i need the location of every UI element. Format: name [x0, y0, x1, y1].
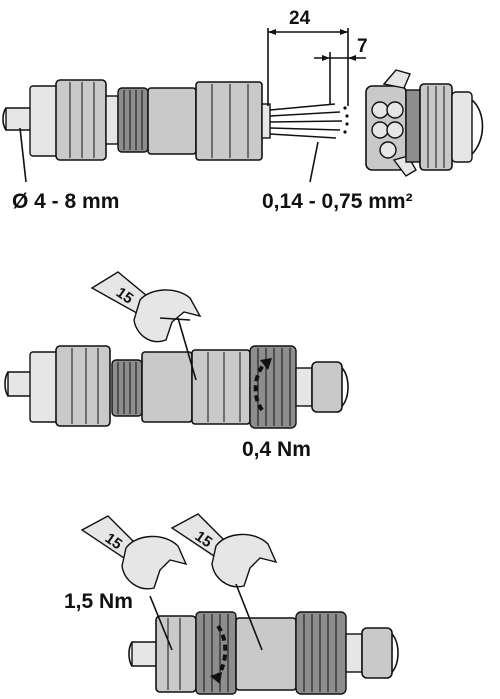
torque-label-step3: 1,5 Nm	[64, 590, 133, 613]
wrench-step2	[90, 271, 202, 343]
torque-label-step2: 0,4 Nm	[242, 438, 311, 461]
leader-wire-cross-section	[309, 141, 319, 183]
wrench-left-step3	[80, 515, 188, 590]
contact-insert	[365, 69, 484, 177]
leader-cable-diameter	[19, 127, 27, 183]
step-2-tighten-coupling: 15	[4, 271, 349, 461]
stripped-wires	[269, 103, 349, 139]
connector-body-step1	[29, 79, 271, 161]
dimension-lines	[267, 28, 366, 106]
cable-diameter-label: Ø 4 - 8 mm	[12, 190, 119, 213]
wrench-right-step3	[170, 513, 278, 588]
step-3-tighten-cable-gland: 15 15 1,5 Nm	[64, 513, 399, 695]
connector-body-step2	[29, 317, 349, 429]
wrench-size-label-left: 15	[102, 530, 125, 553]
cable-left-step3	[128, 641, 159, 667]
step-1-strip-cable: 24 7 Ø 4 - 8 mm 0,14 - 0,75 mm²	[2, 8, 484, 213]
wrench-size-label-right: 15	[192, 528, 215, 551]
dimension-strip-length: 24	[289, 8, 311, 29]
wire-cross-section-label: 0,14 - 0,75 mm²	[262, 190, 413, 213]
dimension-wire-length: 7	[357, 36, 368, 57]
rotation-arrow-step2	[253, 360, 268, 412]
connector-body-step3	[149, 583, 399, 695]
wrench-size-label-step2: 15	[113, 284, 136, 307]
